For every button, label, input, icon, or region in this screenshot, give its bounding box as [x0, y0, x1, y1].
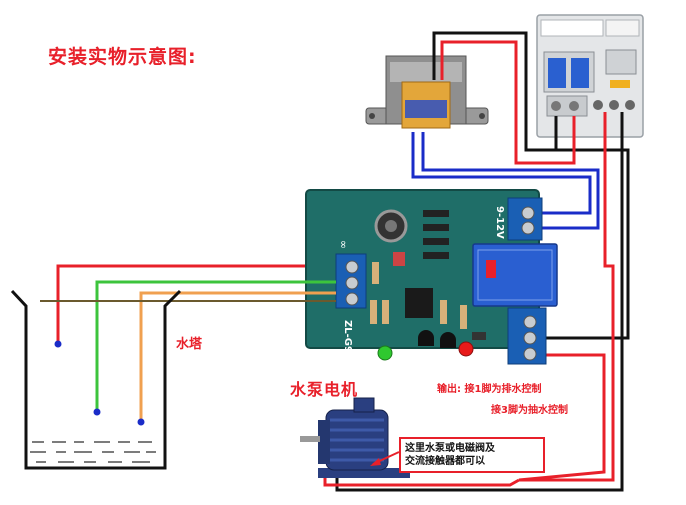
- probe-wires: [40, 280, 336, 420]
- relay-icon: [472, 243, 558, 307]
- motor-icon: [300, 397, 410, 478]
- red-wires: [56, 40, 615, 487]
- note-line1: 这里水泵或电磁阀及: [405, 443, 495, 454]
- input-terminal-block: [507, 197, 543, 241]
- black-wires: [335, 31, 630, 492]
- output-terminal-block: [507, 307, 547, 365]
- pump-motor-label: 水泵电机: [290, 380, 359, 399]
- note-arrow: [370, 451, 400, 466]
- board-side-label: ∞: [337, 240, 350, 249]
- water-tower-label: 水塔: [176, 337, 203, 352]
- water-tower-icon: [10, 289, 182, 470]
- note-line2: 交流接触器都可以: [405, 456, 485, 467]
- board-voltage-label: 9-12V: [494, 206, 505, 239]
- transformer-icon: [365, 55, 489, 129]
- board-model-label: ZL-G9: [342, 320, 353, 353]
- blue-wires: [411, 132, 600, 230]
- output-label-line1: 输出: 接1脚为排水控制: [437, 384, 542, 395]
- note-box: 这里水泵或电磁阀及 交流接触器都可以: [399, 437, 545, 473]
- probe-terminal-block: [335, 253, 367, 309]
- circuit-breaker-icon: [536, 14, 644, 138]
- page-title: 安装实物示意图:: [48, 46, 197, 68]
- output-label-line2: 接3脚为抽水控制: [491, 405, 568, 416]
